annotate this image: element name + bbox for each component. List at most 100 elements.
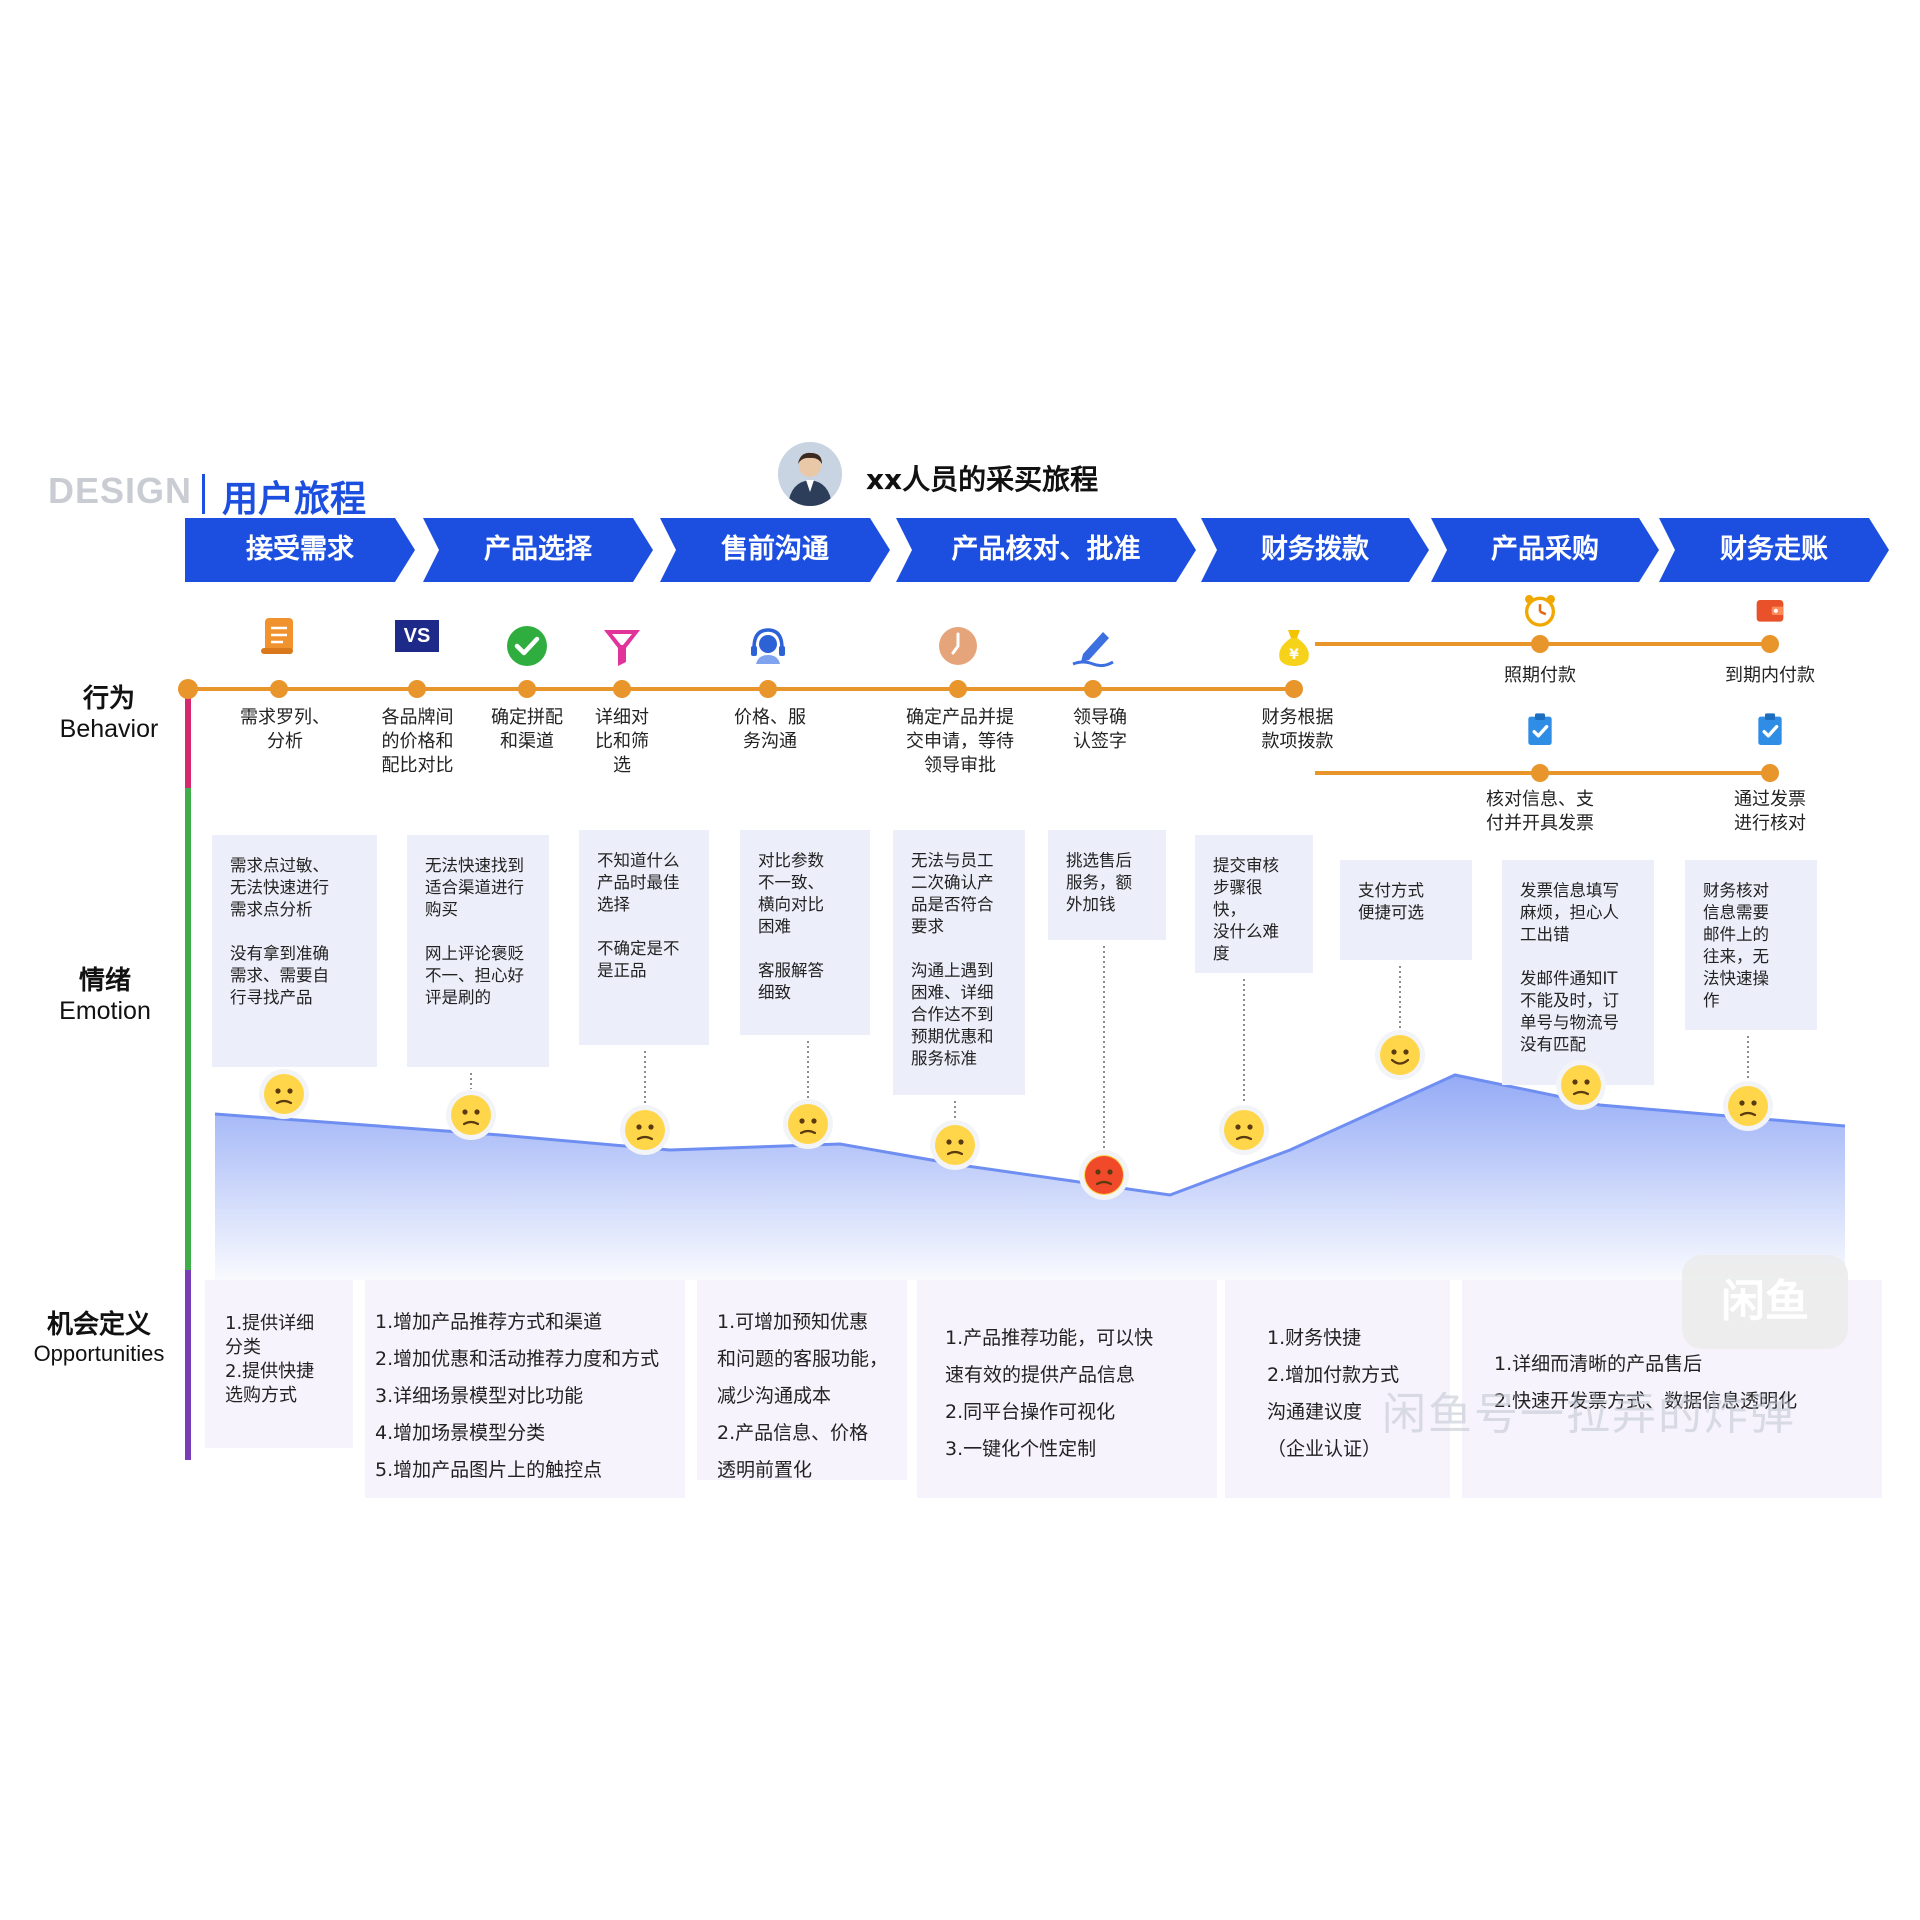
stage-arrow-shape: [1659, 518, 1889, 582]
document-scroll-icon: [255, 612, 303, 660]
emotion-card: 无法快速找到 适合渠道进行 购买 网上评论褒贬 不一、担心好 评是刷的: [407, 835, 549, 1067]
opportunity-item: 2.增加付款方式: [1267, 1364, 1400, 1386]
anxious-sweat-face-icon: [625, 1110, 665, 1150]
branch-dot-upper: [1761, 635, 1779, 653]
pen-sign-icon: [1069, 622, 1117, 670]
opportunity-item: 2.提供快捷: [225, 1361, 315, 1382]
behavior-text: 需求罗列、 分析: [240, 707, 330, 752]
flushed-face-icon: [451, 1095, 491, 1135]
opportunities-label-cn: 机会定义: [46, 1310, 151, 1340]
opportunity-item: 选购方式: [225, 1385, 297, 1406]
emotion-card: 财务核对 信息需要 邮件上的 往来，无 法快速操 作: [1685, 860, 1817, 1030]
opportunity-item: 5.增加产品图片上的触控点: [375, 1459, 603, 1481]
wallet-icon: [1750, 590, 1790, 630]
stage-label: 财务走账: [1720, 534, 1828, 565]
emotion-card: 需求点过敏、 无法快速进行 需求点分析 没有拿到准确 需求、需要自 行寻找产品: [212, 835, 377, 1067]
row-label-opportunities: 机会定义 Opportunities: [18, 1304, 180, 1367]
opportunities-label-en: Opportunities: [33, 1341, 165, 1366]
behavior-label-cn: 行为: [82, 684, 135, 714]
branch-dot-lower: [1761, 764, 1779, 782]
opportunity-item: 1.财务快捷: [1267, 1327, 1362, 1349]
behavior-text: 各品牌间 的价格和 配比对比: [381, 707, 454, 776]
brand-design-text: DESIGN: [48, 470, 193, 511]
opportunity-item: 1.产品推荐功能，可以快: [945, 1327, 1154, 1349]
expressionless-face-icon: [788, 1104, 828, 1144]
branch-upper-text: 到期内付款: [1725, 665, 1815, 686]
tired-face-icon: [935, 1125, 975, 1165]
watermark-logo-text: 闲鱼: [1721, 1276, 1809, 1327]
money-bag-icon: ¥: [1270, 622, 1318, 670]
alarm-clock-icon: [1520, 590, 1560, 630]
behavior-text: 确定产品并提 交申请，等待 领导审批: [906, 707, 1014, 776]
branch-lower-text: 核对信息、支 付并开具发票: [1486, 789, 1594, 834]
opportunity-item: 2.增加优惠和活动推荐力度和方式: [375, 1348, 660, 1370]
clock-icon: [934, 622, 982, 670]
stage-arrow-shape: [896, 518, 1196, 582]
stage-arrow-shape: [1201, 518, 1429, 582]
filter-funnel-icon: [598, 622, 646, 670]
thinking-face-icon: [264, 1074, 304, 1114]
relieved-smile-face-icon: [1224, 1110, 1264, 1150]
emotion-card: 支付方式 便捷可选: [1340, 860, 1472, 960]
stage-label: 财务拨款: [1261, 534, 1369, 565]
opportunity-item: 3.一键化个性定制: [945, 1438, 1097, 1460]
opportunity-axis-segment: [185, 1270, 191, 1460]
opportunity-item: 2.快速开发票方式、数据信息透明化: [1494, 1390, 1798, 1412]
behavior-dot: [1285, 680, 1303, 698]
stage-label: 产品核对、批准: [951, 534, 1141, 565]
behavior-label-en: Behavior: [59, 715, 159, 743]
stage-arrow-shape: [423, 518, 653, 582]
opportunity-item: 1.增加产品推荐方式和渠道: [375, 1311, 603, 1333]
stage-arrow-shape: [1431, 518, 1659, 582]
opportunity-item: 1.详细而清晰的产品售后: [1494, 1353, 1703, 1375]
behavior-dot: [270, 680, 288, 698]
emotion-curve-line: [214, 1073, 1846, 1197]
opportunity-block: 1.增加产品推荐方式和渠道 2.增加优惠和活动推荐力度和方式 3.详细场景模型对比功…: [365, 1280, 685, 1498]
green-check-icon: [503, 622, 551, 670]
journey-title: xx人员的采买旅程: [866, 463, 1099, 496]
opportunity-item: 和问题的客服功能，: [717, 1348, 889, 1370]
customer-service-headset-icon: [744, 622, 792, 670]
svg-text:¥: ¥: [1289, 647, 1299, 663]
stage-label: 接受需求: [246, 534, 354, 565]
row-label-emotion: 情绪 Emotion: [40, 960, 170, 1026]
opportunity-item: 2.产品信息、价格: [717, 1422, 869, 1444]
stage-arrow-1: 接受需求: [185, 518, 415, 582]
behavior-text: 财务根据 款项拨款: [1261, 707, 1334, 752]
opportunity-item: 沟通建议度: [1267, 1401, 1363, 1423]
opportunity-item: 速有效的提供产品信息: [945, 1364, 1136, 1386]
row-label-behavior: 行为 Behavior: [44, 678, 174, 744]
persona-avatar: [778, 442, 842, 506]
clipboard-check-icon: [1750, 710, 1790, 750]
emotion-label-cn: 情绪: [78, 966, 131, 996]
opportunity-item: 2.同平台操作可视化: [945, 1401, 1116, 1423]
angry-face-icon: [1084, 1155, 1124, 1195]
brand-divider: [202, 474, 205, 514]
stage-label: 产品选择: [484, 534, 592, 565]
opportunity-item: 3.详细场景模型对比功能: [375, 1385, 584, 1407]
opportunity-item: 减少沟通成本: [717, 1385, 832, 1407]
confounded-face-icon: [1728, 1086, 1768, 1126]
behavior-text: 详细对 比和筛 选: [595, 707, 649, 776]
stage-arrow-shape: [185, 518, 415, 582]
behavior-dot: [613, 680, 631, 698]
behavior-dot: [949, 680, 967, 698]
branch-upper-text: 照期付款: [1504, 665, 1576, 686]
stage-arrow-5: 财务拨款: [1201, 518, 1429, 582]
emotion-card: 无法与员工 二次确认产 品是否符合 要求 沟通上遇到 困难、详细 合作达不到 预…: [893, 830, 1025, 1095]
behavior-dot: [408, 680, 426, 698]
stage-arrow-2: 产品选择: [423, 518, 653, 582]
vs-badge-text: VS: [403, 625, 431, 647]
emotion-card: 发票信息填写 麻烦，担心人 工出错 发邮件通知IT 不能及时，订 单号与物流号 …: [1502, 860, 1654, 1085]
emotion-card: 对比参数 不一致、 横向对比 困难 客服解答 细致: [740, 830, 870, 1035]
grinning-face-icon: [1380, 1035, 1420, 1075]
stage-arrow-6: 产品采购: [1431, 518, 1659, 582]
behavior-text: 确定拼配 和渠道: [491, 707, 563, 752]
watermark-text: 闲鱼号一拉弄的炸弹: [1382, 1389, 1796, 1440]
stage-arrow-shape: [660, 518, 890, 582]
brand-title: 用户旅程: [222, 479, 367, 520]
branch-dot-lower: [1531, 764, 1549, 782]
